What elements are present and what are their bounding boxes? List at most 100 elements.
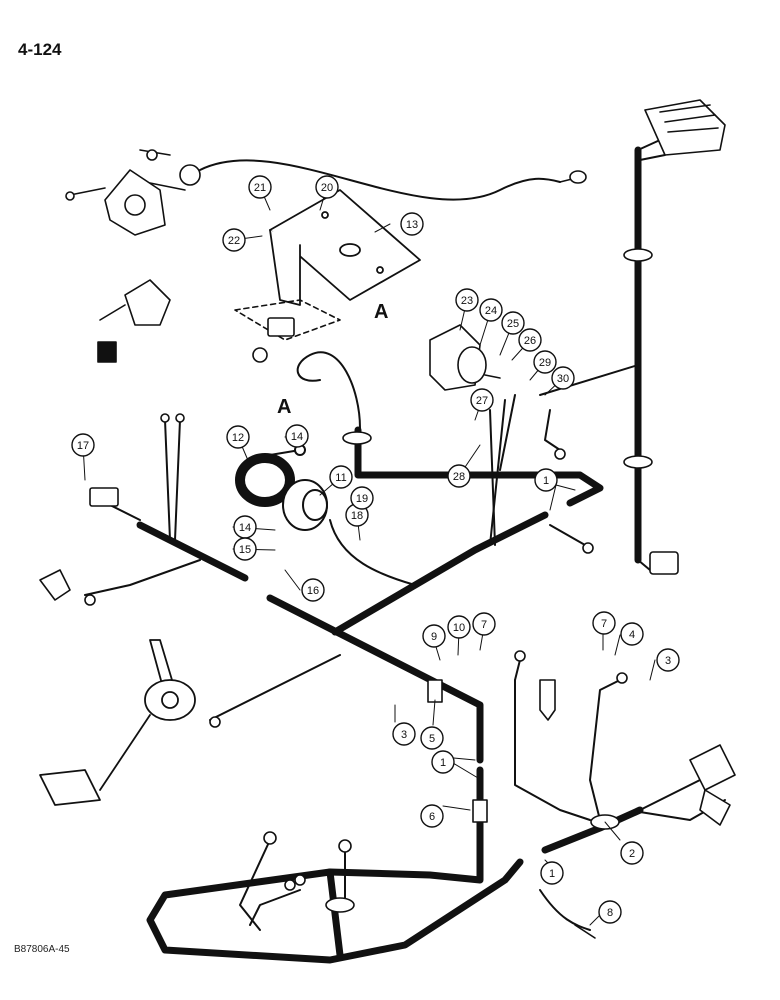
callout-22: 22 xyxy=(222,228,246,252)
callout-circle xyxy=(226,425,250,449)
callout-29: 29 xyxy=(533,350,557,374)
callout-number: 30 xyxy=(557,373,569,385)
callout-circle xyxy=(620,622,644,646)
callout-number: 18 xyxy=(351,510,363,522)
callout-number: 21 xyxy=(254,182,266,194)
callout-number: 27 xyxy=(476,395,488,407)
callout-number: 20 xyxy=(321,182,333,194)
callout-number: 7 xyxy=(601,618,607,630)
callout-circle xyxy=(315,175,339,199)
callout-12: 12 xyxy=(226,425,250,449)
callout-number: 7 xyxy=(481,619,487,631)
callout-circle xyxy=(392,722,416,746)
callout-circle xyxy=(222,228,246,252)
callout-number: 16 xyxy=(307,585,319,597)
callout-number: 19 xyxy=(356,493,368,505)
callout-26: 26 xyxy=(518,328,542,352)
callout-circle xyxy=(540,861,564,885)
callout-8: 8 xyxy=(598,900,622,924)
flange-assembly xyxy=(65,149,186,236)
callout-24: 24 xyxy=(479,298,503,322)
callout-3: 3 xyxy=(656,648,680,672)
callout-circle xyxy=(447,464,471,488)
callout-23: 23 xyxy=(455,288,479,312)
callout-number: 1 xyxy=(440,757,446,769)
callout-circle xyxy=(431,750,455,774)
callout-2: 2 xyxy=(620,841,644,865)
callout-number: 14 xyxy=(291,431,303,443)
callout-circle xyxy=(551,366,575,390)
callout-30: 30 xyxy=(551,366,575,390)
callout-circle xyxy=(455,288,479,312)
callout-circle xyxy=(447,615,471,639)
callout-16: 16 xyxy=(301,578,325,602)
callout-7: 7 xyxy=(592,611,616,635)
callout-number: 4 xyxy=(629,629,635,641)
callout-circle xyxy=(422,624,446,648)
callout-number: 3 xyxy=(665,655,671,667)
solenoid xyxy=(429,324,501,391)
callout-6: 6 xyxy=(420,804,444,828)
callout-number: 3 xyxy=(401,729,407,741)
callout-1: 1 xyxy=(540,861,564,885)
callout-4: 4 xyxy=(620,622,644,646)
callout-circle xyxy=(470,388,494,412)
connectors xyxy=(160,99,736,891)
callout-circle xyxy=(233,537,257,561)
callout-circle xyxy=(501,311,525,335)
callout-circle xyxy=(400,212,424,236)
figure-code: B87806A-45 xyxy=(14,944,70,955)
callout-number: 26 xyxy=(524,335,536,347)
callout-number: 29 xyxy=(539,357,551,369)
callout-5: 5 xyxy=(420,726,444,750)
callout-number: 13 xyxy=(406,219,418,231)
callout-number: 11 xyxy=(335,472,346,484)
callout-circle xyxy=(420,726,444,750)
callout-3: 3 xyxy=(392,722,416,746)
callout-circle xyxy=(598,900,622,924)
callout-11: 11 xyxy=(329,465,353,489)
motor-assembly xyxy=(235,444,328,531)
callout-number: 22 xyxy=(228,235,240,247)
callout-number: 17 xyxy=(77,440,89,452)
callout-circle xyxy=(248,175,272,199)
callout-circle xyxy=(620,841,644,865)
callout-10: 10 xyxy=(447,615,471,639)
callout-circle xyxy=(656,648,680,672)
callout-14: 14 xyxy=(233,515,257,539)
temperature-sender xyxy=(39,569,96,606)
callout-14: 14 xyxy=(285,424,309,448)
callout-number: 2 xyxy=(629,848,635,860)
callout-circle xyxy=(479,298,503,322)
callout-1: 1 xyxy=(534,468,558,492)
callout-28: 28 xyxy=(447,464,471,488)
callout-circle xyxy=(71,433,95,457)
callout-number: 1 xyxy=(543,475,549,487)
sending-unit xyxy=(89,487,119,507)
callout-number: 28 xyxy=(453,471,465,483)
callout-9: 9 xyxy=(422,624,446,648)
callout-27: 27 xyxy=(470,388,494,412)
callout-circle xyxy=(350,486,374,510)
callout-15: 15 xyxy=(233,537,257,561)
callout-number: 1 xyxy=(549,868,555,880)
callout-circle xyxy=(472,612,496,636)
callout-number: 8 xyxy=(607,907,613,919)
callout-circle xyxy=(592,611,616,635)
callout-13: 13 xyxy=(400,212,424,236)
callout-circle xyxy=(285,424,309,448)
mounting-bracket xyxy=(269,189,421,306)
callout-circle xyxy=(329,465,353,489)
callout-1: 1 xyxy=(431,750,455,774)
callout-7: 7 xyxy=(472,612,496,636)
callout-number: 5 xyxy=(429,733,435,745)
callout-circle xyxy=(420,804,444,828)
callout-20: 20 xyxy=(315,175,339,199)
view-label-a-top: A xyxy=(374,301,388,323)
relay-small xyxy=(97,279,171,363)
callout-number: 6 xyxy=(429,811,435,823)
callout-number: 9 xyxy=(431,631,437,643)
callout-circle xyxy=(534,468,558,492)
